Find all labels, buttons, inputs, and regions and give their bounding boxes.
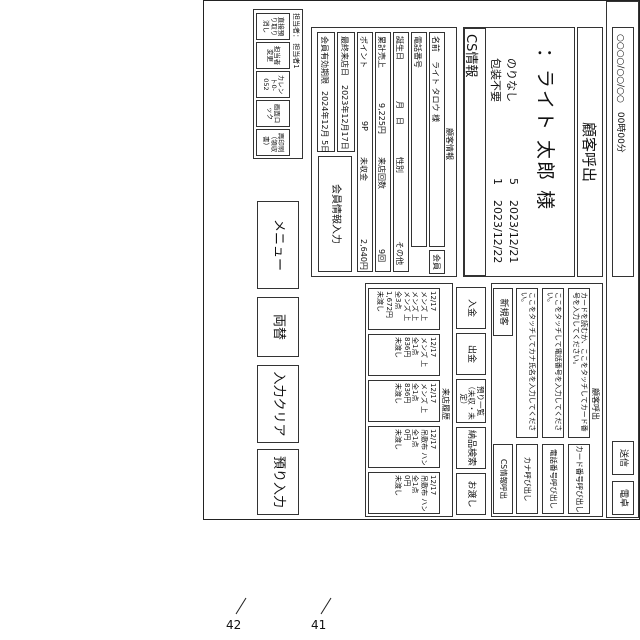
leader-line-42 bbox=[236, 598, 246, 614]
leader-line-41 bbox=[321, 598, 331, 614]
